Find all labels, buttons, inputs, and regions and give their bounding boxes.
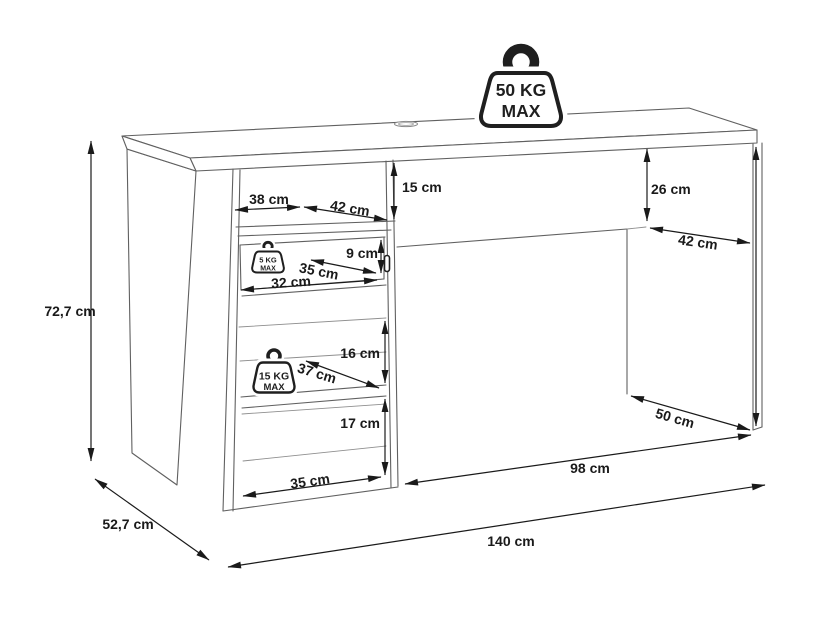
cable-grommet [394,120,418,128]
max-load-15kg-badge: 15 KG MAX [249,345,299,397]
dim-line-niche-depth-front [234,204,301,213]
dim-line-overall-width [227,483,766,569]
dim-line-knee-space-depth-floor [630,395,751,431]
badge-5kg-line2: MAX [260,266,276,273]
dim-line-drawer-width [240,277,378,293]
pedestal-right-edge-inner [385,160,392,489]
badge-15kg-line1: 15 KG [259,371,289,383]
dim-label-knee-space-depth-top: 42 cm [677,231,719,252]
dim-label-bottom-compartment-height: 17 cm [340,415,380,431]
desktop [121,107,758,172]
dim-label-knee-space-depth-floor: 50 cm [654,405,697,431]
back-panel-top-edge [396,228,628,248]
under-drawer-shelf-edge [241,284,387,297]
back-panel-extension-line [626,226,647,230]
max-load-50kg-badge: 50 KG MAX [474,40,568,133]
dim-line-knee-space-width [404,433,752,486]
dim-line-drawer-depth [310,259,377,274]
dim-label-bottom-compartment-width: 35 cm [289,470,331,491]
dim-line-bottom-compartment-width [242,475,382,498]
left-side-panel [126,148,197,486]
dimension-labels: 72,7 cm 52,7 cm 140 cm 98 cm 50 cm 42 cm… [44,179,718,549]
dim-label-middle-compartment-depth: 37 cm [296,360,339,387]
badge-5kg-line1: 5 KG [259,256,277,265]
dim-label-drawer-depth: 35 cm [298,259,340,282]
dim-label-drawer-front-height: 9 cm [346,245,378,261]
drawer-front-left-edge [239,244,242,291]
dim-label-drawer-width: 32 cm [271,273,312,292]
pedestal-left-edge-inner [232,169,241,512]
dim-label-niche-depth-front: 38 cm [249,191,289,207]
bottom-compartment-back-top [241,403,387,415]
dim-label-overall-width: 140 cm [487,533,534,549]
dim-label-under-desktop-gap: 26 cm [651,181,691,197]
dim-label-niche-depth-back: 42 cm [329,197,371,219]
middle-shelf-front-bottom [241,395,387,409]
knee-space-back-panel [396,226,647,395]
right-side-panel [752,142,763,431]
drawer-handle [383,254,391,273]
dim-label-top-clearance: 15 cm [402,179,442,195]
pedestal-left-edge-outer [222,168,234,512]
dim-line-middle-compartment-depth [305,360,380,389]
desk-drawing [121,107,763,512]
weight-body-icon [479,71,563,128]
dim-label-middle-compartment-height: 16 cm [340,345,380,361]
pedestal-bottom-edge [222,486,399,512]
drawer-pedestal [222,159,399,512]
cable-grommet-inner [398,122,414,126]
dim-line-overall-depth [94,478,210,561]
niche-floor-front-edge [235,220,396,228]
dimension-lines [87,140,766,569]
dim-label-overall-height: 72,7 cm [44,303,95,319]
dim-line-knee-space-depth-top [649,226,751,245]
desktop-left-end [121,135,197,172]
niche-floor-bottom-edge [237,229,392,237]
badge-15kg-line2: MAX [263,382,285,393]
dim-label-knee-space-width: 98 cm [570,460,610,476]
bottom-compartment-back-bottom [242,445,387,462]
right-panel-bottom-edge [752,426,763,431]
dim-line-niche-depth-back [303,205,388,222]
badge-50kg-line2: MAX [502,101,541,121]
max-load-5kg-badge: 5 KG MAX [248,238,288,276]
badge-50kg-line1: 50 KG [496,80,547,100]
weight-body-icon [252,361,296,394]
left-panel-face [126,148,197,486]
weight-body-icon [251,250,285,274]
dim-label-overall-depth: 52,7 cm [102,516,153,532]
middle-compartment-back-top [238,317,387,328]
